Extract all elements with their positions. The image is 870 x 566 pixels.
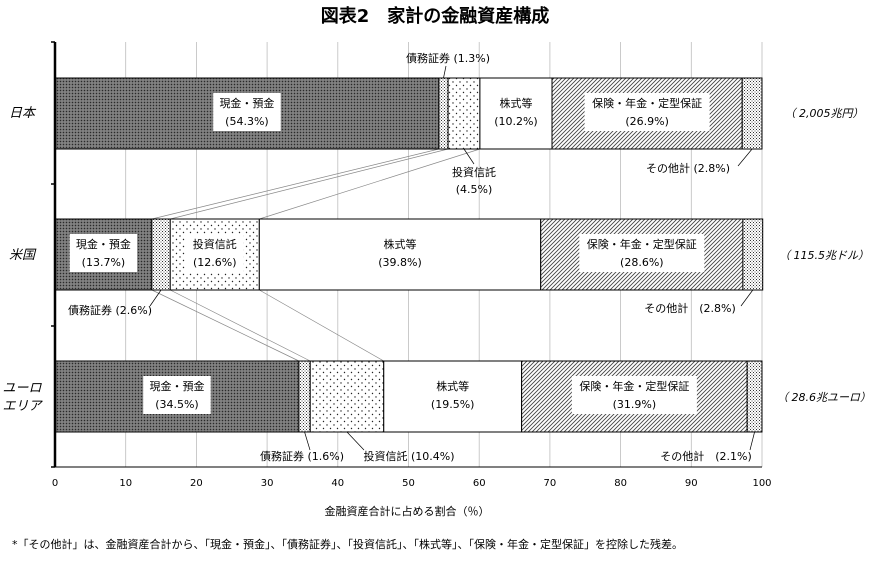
- bar-segment: [742, 218, 764, 291]
- total-label: （ 28.6兆ユーロ）: [777, 391, 870, 404]
- annotation-label: 債務証券 (1.6%): [260, 449, 344, 463]
- connector-line: [259, 289, 384, 362]
- label-backdrop: [213, 93, 281, 131]
- chart-title: 図表2 家計の金融資産構成: [321, 5, 550, 27]
- bar-segment: [309, 360, 385, 433]
- x-tick-label: 20: [190, 478, 203, 489]
- x-tick-label: 60: [473, 478, 486, 489]
- bar-segment: [741, 77, 763, 150]
- bar-segment: [258, 218, 542, 291]
- leader-line: [737, 148, 753, 167]
- category-label: ユーロエリア: [2, 381, 43, 414]
- leader-line: [149, 289, 162, 307]
- leader-line: [346, 431, 365, 451]
- category-label: 米国: [9, 248, 37, 263]
- bar-segment: [746, 360, 763, 433]
- connector-lines: [151, 148, 481, 362]
- bars: 現金・預金 (54.3%) 株式等 (10.2%) 保険・年金・定型保証 (26.9%) 現…: [54, 77, 764, 433]
- segment-value-label: (31.9%): [613, 398, 657, 411]
- bar-segment: [479, 77, 553, 150]
- x-tick-label: 80: [614, 478, 627, 489]
- annotation-label: 投資信託: [452, 165, 496, 179]
- bar-segment: [438, 77, 449, 150]
- x-tick-label: 90: [685, 478, 698, 489]
- segment-name-label: 現金・預金: [219, 96, 274, 110]
- leader-line: [740, 289, 754, 307]
- segment-value-label: (26.9%): [625, 115, 669, 128]
- segment-name-label: 投資信託: [193, 237, 237, 251]
- segment-name-label: 株式等: [436, 379, 469, 393]
- label-backdrop: [584, 93, 710, 131]
- segment-name-label: 現金・預金: [76, 237, 131, 251]
- segment-value-label: (28.6%): [620, 256, 664, 269]
- annotation-label: (4.5%): [456, 183, 493, 196]
- leader-line: [749, 431, 755, 451]
- connector-line: [259, 148, 481, 220]
- leader-line: [463, 148, 475, 165]
- label-backdrop: [579, 234, 705, 272]
- category-label: 日本: [9, 106, 37, 121]
- segment-name-label: 株式等: [384, 237, 417, 251]
- segment-value-label: (54.3%): [225, 115, 269, 128]
- segment-name-label: 保険・年金・定型保証: [592, 96, 702, 110]
- leader-line: [304, 431, 311, 451]
- segment-value-label: (19.5%): [431, 398, 475, 411]
- segment-value-label: (39.8%): [378, 256, 422, 269]
- bar-segment: [151, 218, 171, 291]
- label-backdrop: [143, 376, 211, 414]
- footnote: *「その他計」は、金融資産合計から、「現金・預金」、「債務証券」、「投資信託」、…: [12, 537, 683, 551]
- connector-line: [170, 289, 311, 362]
- label-backdrop: [185, 234, 244, 272]
- total-label: （ 2,005兆円）: [785, 107, 864, 120]
- x-tick-labels: 0 10 20 30 40 50 60 70 80 90 100: [52, 478, 772, 489]
- label-backdrop: [571, 376, 697, 414]
- segment-name-label: 保険・年金・定型保証: [579, 379, 689, 393]
- segment-value-label: (10.2%): [494, 115, 538, 128]
- segment-name-label: 株式等: [499, 96, 532, 110]
- annotation-label: その他計 (2.8%): [644, 301, 736, 315]
- x-tick-label: 50: [402, 478, 415, 489]
- x-tick-label: 0: [52, 478, 58, 489]
- x-tick-label: 100: [752, 478, 771, 489]
- label-backdrop: [69, 234, 138, 272]
- axes: [51, 41, 762, 468]
- segment-value-label: (12.6%): [193, 256, 237, 269]
- x-tick-label: 30: [261, 478, 274, 489]
- leader-line: [443, 65, 447, 79]
- total-labels: （ 2,005兆円） （ 115.5兆ドル） （ 28.6兆ユーロ）: [777, 107, 870, 404]
- x-tick-label: 10: [119, 478, 132, 489]
- x-axis-label: 金融資産合計に占める割合（％）: [325, 504, 490, 518]
- bar-segment: [298, 360, 311, 433]
- connector-line: [151, 289, 300, 362]
- annotation-label: その他計 (2.8%): [646, 161, 730, 175]
- connector-line: [170, 148, 449, 220]
- annotation-label: 債務証券 (2.6%): [68, 303, 152, 317]
- segment-name-label: 保険・年金・定型保証: [587, 237, 697, 251]
- total-label: （ 115.5兆ドル）: [779, 249, 869, 262]
- annotation-label: 投資信託 (10.4%): [363, 449, 454, 463]
- connector-line: [151, 148, 439, 220]
- segment-name-label: 現金・預金: [149, 379, 204, 393]
- segment-value-label: (34.5%): [155, 398, 199, 411]
- annotation-label: その他計 (2.1%): [660, 449, 752, 463]
- segment-value-label: (13.7%): [82, 256, 126, 269]
- bar-segment: [447, 77, 481, 150]
- x-tick-label: 40: [331, 478, 344, 489]
- annotation-label: 債務証券 (1.3%): [406, 51, 490, 65]
- bar-segment: [383, 360, 523, 433]
- annotations: 債務証券 (1.3%) 投資信託 (4.5%) その他計 (2.8%) 債務証券 (2.…: [68, 51, 755, 463]
- x-tick-label: 70: [544, 478, 557, 489]
